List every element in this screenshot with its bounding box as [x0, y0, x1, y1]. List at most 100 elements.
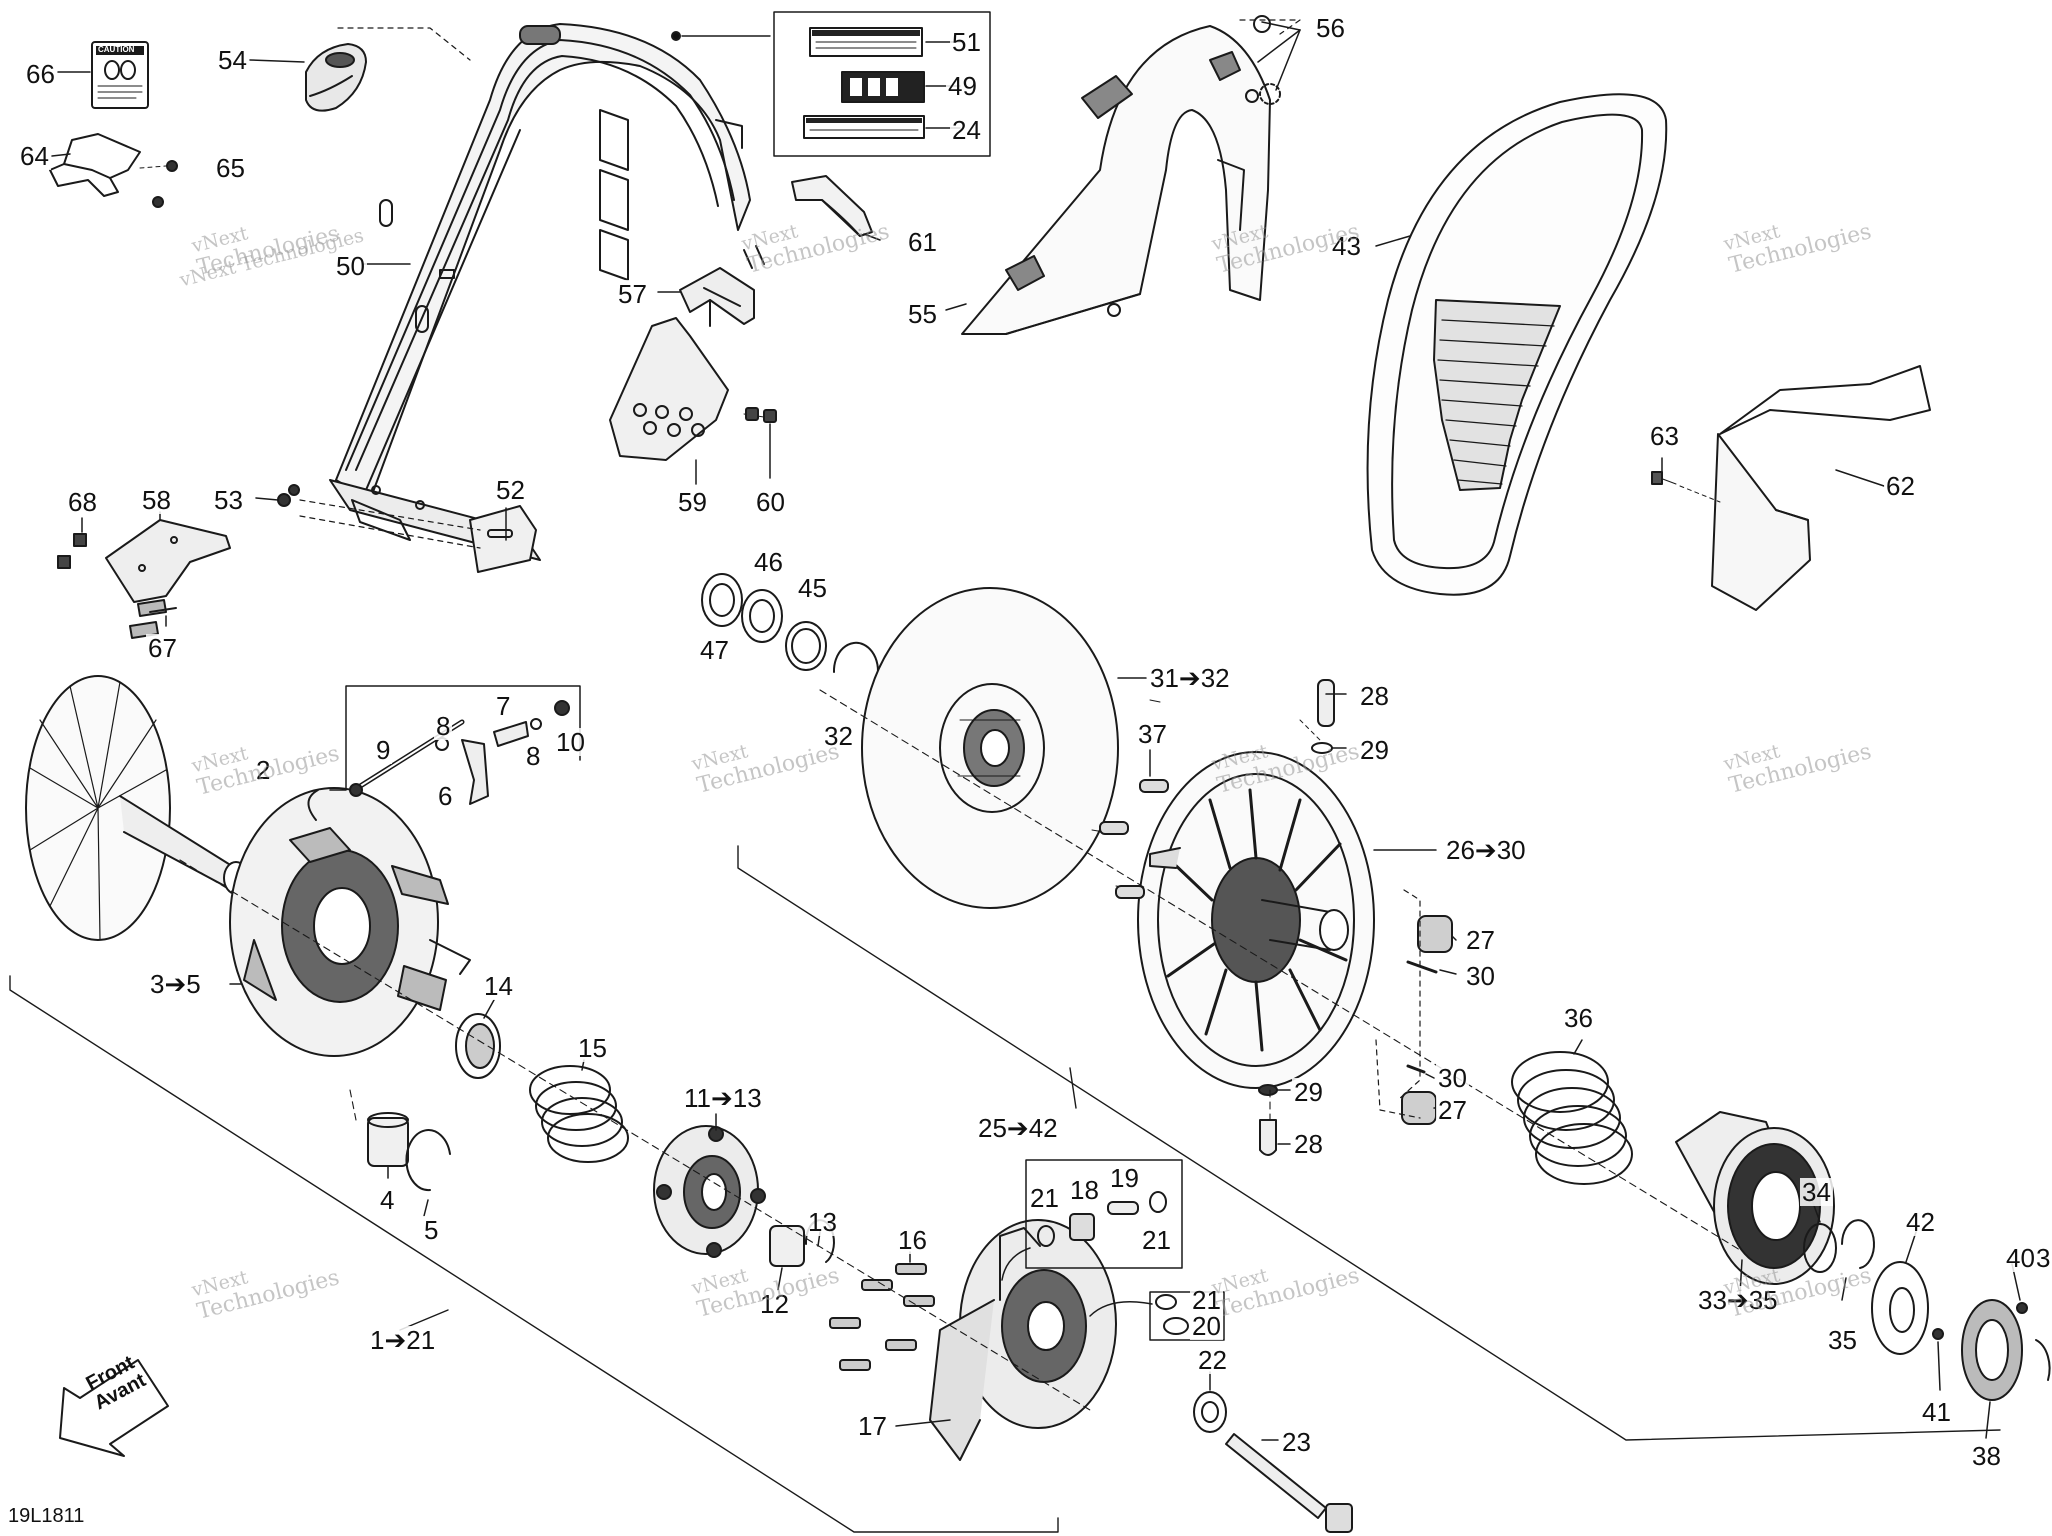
callout-11-13: 11➔13 — [682, 1083, 764, 1113]
callout-17: 17 — [856, 1411, 889, 1441]
callout-41: 41 — [1920, 1397, 1953, 1427]
callout-67: 67 — [146, 633, 179, 663]
callout-1-21: 1➔21 — [368, 1325, 438, 1355]
callout-36: 36 — [1562, 1003, 1595, 1033]
callout-63: 63 — [1648, 421, 1681, 451]
part-11-spider — [653, 1125, 835, 1267]
part-14-15 — [367, 1013, 629, 1192]
front-arrow — [59, 1359, 169, 1457]
callout-23: 23 — [1280, 1427, 1313, 1457]
callout-33-35: 33➔35 — [1696, 1285, 1780, 1315]
callout-24: 24 — [950, 115, 983, 145]
callout-66: 66 — [24, 59, 57, 89]
part-36-spring — [1511, 1051, 1633, 1185]
callout-21-box-left: 21 — [1028, 1183, 1061, 1213]
part-64-bracket — [49, 133, 178, 208]
callout-28-top: 28 — [1358, 681, 1391, 711]
washers-45-47 — [701, 573, 879, 691]
callout-47: 47 — [698, 635, 731, 665]
decal-66-title: CAUTION — [98, 45, 135, 54]
callout-5: 5 — [422, 1215, 441, 1245]
part-22-23 — [1193, 1391, 1353, 1533]
decal-set-box — [773, 11, 991, 157]
callout-57: 57 — [616, 279, 649, 309]
parts-6-10-box — [307, 685, 581, 821]
part-54-grip — [305, 43, 367, 112]
diagram-code: 19L1811 — [8, 1505, 85, 1527]
part-31-sheave — [861, 587, 1119, 909]
callout-26-30: 26➔30 — [1444, 835, 1528, 865]
callout-2: 2 — [254, 755, 273, 785]
callout-65: 65 — [214, 153, 247, 183]
callout-59: 59 — [676, 487, 709, 517]
callout-20: 20 — [1190, 1311, 1223, 1341]
callout-37: 37 — [1136, 719, 1169, 749]
callout-25-42: 25➔42 — [976, 1113, 1060, 1143]
callout-16: 16 — [896, 1225, 929, 1255]
callout-3-5: 3➔5 — [148, 969, 203, 999]
callout-43: 43 — [1330, 231, 1363, 261]
callout-34: 34 — [1800, 1177, 1833, 1207]
callout-52: 52 — [494, 475, 527, 505]
callout-10: 10 — [554, 727, 587, 757]
decal-66 — [91, 41, 149, 109]
callout-58: 58 — [140, 485, 173, 515]
part-53-nut — [277, 484, 300, 507]
part-27-sliders — [1258, 889, 1453, 1156]
callout-22: 22 — [1196, 1345, 1229, 1375]
part-57-hinge — [679, 267, 755, 327]
center-axes — [179, 689, 1741, 1411]
callout-35: 35 — [1826, 1325, 1859, 1355]
callout-46: 46 — [752, 547, 785, 577]
callout-18: 18 — [1068, 1175, 1101, 1205]
callout-15: 15 — [576, 1033, 609, 1063]
callout-32: 32 — [822, 721, 855, 751]
part-3-drive-housing — [229, 787, 471, 1057]
part-55-cover — [961, 15, 1301, 335]
callout-8-left: 8 — [434, 711, 453, 741]
callout-61: 61 — [906, 227, 939, 257]
callout-53: 53 — [212, 485, 245, 515]
callout-62: 62 — [1884, 471, 1917, 501]
callout-38: 38 — [1970, 1441, 2003, 1471]
callout-56: 56 — [1314, 13, 1347, 43]
parts-18-21-box — [1001, 1159, 1225, 1341]
callout-4: 4 — [378, 1185, 397, 1215]
part-38-nut — [1871, 1261, 2051, 1401]
callout-21-small: 21 — [1190, 1285, 1223, 1315]
callout-49: 49 — [946, 71, 979, 101]
callout-42: 42 — [1904, 1207, 1937, 1237]
callout-12: 12 — [758, 1289, 791, 1319]
assembly-brackets — [9, 845, 2001, 1533]
part-59-plate — [609, 317, 777, 461]
part-62-shield — [1651, 365, 1931, 611]
callout-19: 19 — [1108, 1163, 1141, 1193]
callout-7: 7 — [494, 691, 513, 721]
callout-50: 50 — [334, 251, 367, 281]
part-26-pulley — [1091, 679, 1375, 1089]
callout-8-right: 8 — [524, 741, 543, 771]
callout-29-top: 29 — [1358, 735, 1391, 765]
callout-54: 54 — [216, 45, 249, 75]
part-58-bracket — [57, 519, 231, 639]
callout-60: 60 — [754, 487, 787, 517]
callout-30-top: 30 — [1464, 961, 1497, 991]
part-52-plate — [299, 499, 537, 573]
callout-28-bottom: 28 — [1292, 1129, 1325, 1159]
callout-9: 9 — [374, 735, 393, 765]
callout-27-bottom: 27 — [1436, 1095, 1469, 1125]
callout-31-32: 31➔32 — [1148, 663, 1232, 693]
part-1-drive-sheave — [25, 675, 249, 941]
callout-6: 6 — [436, 781, 455, 811]
callout-3-edge: 3 — [2034, 1243, 2052, 1273]
callout-51: 51 — [950, 27, 983, 57]
callout-21-box-right: 21 — [1140, 1225, 1173, 1255]
callout-45: 45 — [796, 573, 829, 603]
callout-30-bottom: 30 — [1436, 1063, 1469, 1093]
callout-27-top: 27 — [1464, 925, 1497, 955]
callout-55: 55 — [906, 299, 939, 329]
callout-29-bottom: 29 — [1292, 1077, 1325, 1107]
callout-68: 68 — [66, 487, 99, 517]
